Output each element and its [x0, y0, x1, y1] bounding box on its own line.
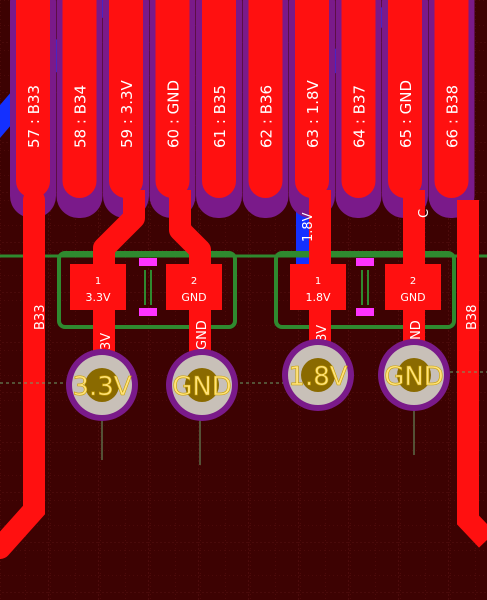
connector-finger[interactable]: [155, 0, 190, 198]
via-gnd-1[interactable]: GND: [166, 349, 238, 421]
trace-label: B38: [465, 305, 480, 330]
trace-labels: B33 B38 3V GND 8V GND 1.8V C: [33, 209, 480, 350]
via-1v8[interactable]: 1.8V: [282, 339, 354, 411]
trace-label: GND: [195, 320, 210, 350]
pad-net-label: GND: [181, 291, 206, 304]
trace-label: C: [417, 209, 432, 218]
finger-label: 62 : B36: [258, 85, 276, 148]
pad-number: 1: [95, 276, 101, 287]
finger-label: 64 : B37: [351, 85, 369, 148]
via-label: GND: [172, 372, 232, 402]
pad-net-label: GND: [400, 291, 425, 304]
header-j2[interactable]: 1 1.8V 2 GND: [290, 258, 441, 316]
trace-label: 1.8V: [301, 212, 316, 242]
paste-mark: [139, 308, 157, 316]
pad-number: 1: [315, 276, 321, 287]
connector-finger[interactable]: [109, 0, 143, 198]
pad-number: 2: [410, 276, 416, 287]
paste-mark: [139, 258, 157, 266]
finger-label: 58 : B34: [72, 85, 90, 148]
connector-finger[interactable]: [62, 0, 97, 198]
pad-gnd-2[interactable]: [385, 264, 441, 310]
finger-label: 61 : B35: [211, 85, 229, 148]
connector-finger[interactable]: [388, 0, 422, 198]
via-label: 3.3V: [72, 372, 131, 402]
trace-label: 3V: [99, 333, 114, 350]
finger-label: 57 : B33: [25, 85, 43, 148]
via-3v3[interactable]: 3.3V: [66, 349, 138, 421]
via-label: GND: [384, 362, 444, 392]
pad-number: 2: [191, 276, 197, 287]
connector-finger[interactable]: [434, 0, 469, 198]
connector-finger[interactable]: [16, 0, 50, 198]
connector-finger[interactable]: [295, 0, 329, 198]
finger-label: 63 : 1.8V: [304, 79, 322, 148]
trace-label: 8V: [315, 325, 330, 342]
pad-1v8[interactable]: [290, 264, 346, 310]
finger-label: 66 : B38: [444, 85, 462, 148]
finger-label: 60 : GND: [165, 80, 183, 148]
pad-net-label: 1.8V: [305, 291, 330, 304]
finger-label: 59 : 3.3V: [118, 79, 136, 148]
connector-finger[interactable]: [248, 0, 283, 198]
pad-3v3[interactable]: [70, 264, 126, 310]
paste-mark: [356, 308, 374, 316]
finger-label: 65 : GND: [397, 80, 415, 148]
pad-net-label: 3.3V: [85, 291, 110, 304]
pad-gnd-1[interactable]: [166, 264, 222, 310]
connector-finger[interactable]: [202, 0, 236, 198]
paste-mark: [356, 258, 374, 266]
via-label: 1.8V: [288, 362, 347, 392]
edge-connector-fingers[interactable]: 57 : B33 58 : B34 59 : 3.3V 60 : GND 61 : B3…: [10, 0, 475, 218]
trace-label: B33: [33, 305, 48, 330]
connector-finger[interactable]: [341, 0, 376, 198]
header-j1[interactable]: 1 3.3V 2 GND: [70, 258, 222, 316]
via-gnd-2[interactable]: GND: [378, 339, 450, 411]
